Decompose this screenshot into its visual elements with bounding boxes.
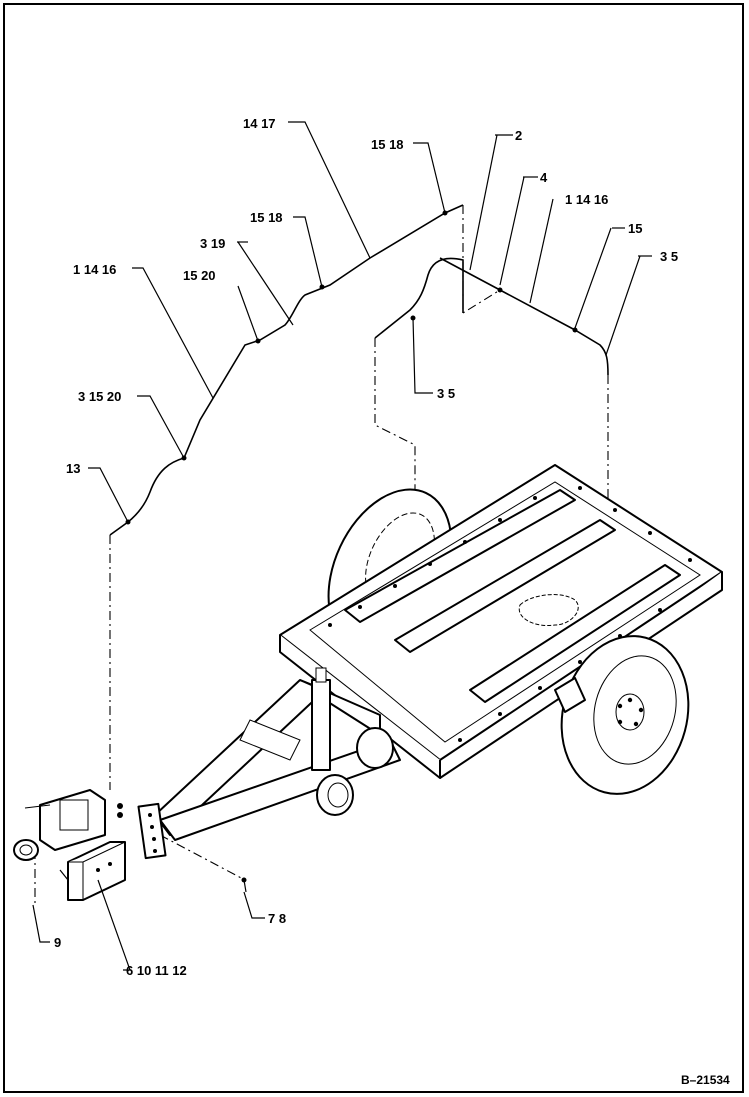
- callout-13: 13: [66, 461, 80, 476]
- leader-lines: [32, 121, 652, 971]
- callout-1-14-16-left: 1 14 16: [73, 262, 116, 277]
- drawing-border: [3, 3, 744, 1093]
- callout-2: 2: [515, 128, 522, 143]
- hitch-assembly: [13, 789, 247, 901]
- callout-15-18-mid: 15 18: [250, 210, 283, 225]
- callout-14-17: 14 17: [243, 116, 276, 131]
- callout-15-20: 15 20: [183, 268, 216, 283]
- callout-9: 9: [54, 935, 61, 950]
- callout-15: 15: [628, 221, 642, 236]
- callout-3-19: 3 19: [200, 236, 225, 251]
- callout-labels: 14 17 15 18 2 4 1 14 16 15 18 15 3 19 3 …: [54, 116, 678, 978]
- trailer-frame: [137, 464, 723, 860]
- drawing-reference-number: B–21534: [681, 1073, 730, 1087]
- callout-3-5-right: 3 5: [660, 249, 678, 264]
- callout-3-15-20: 3 15 20: [78, 389, 121, 404]
- callout-15-18-top: 15 18: [371, 137, 404, 152]
- callout-7-8: 7 8: [268, 911, 286, 926]
- callout-6-10-11-12: 6 10 11 12: [126, 963, 187, 978]
- callout-4: 4: [540, 170, 548, 185]
- callout-1-14-16-right: 1 14 16: [565, 192, 608, 207]
- callout-3-5-mid: 3 5: [437, 386, 455, 401]
